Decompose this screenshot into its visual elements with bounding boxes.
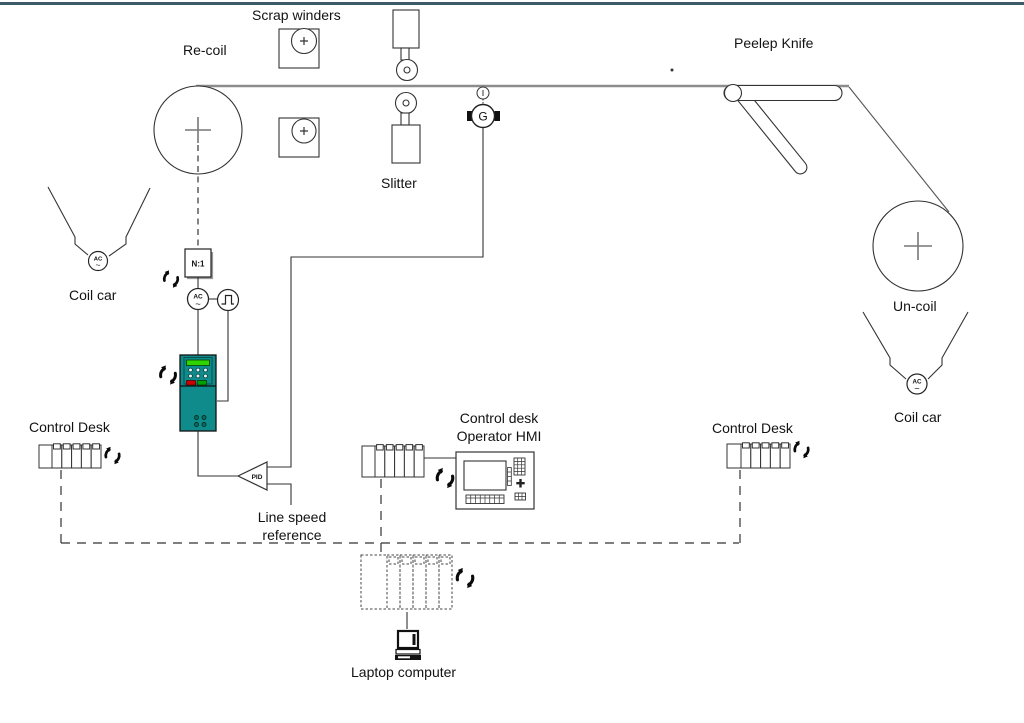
- control-desk-center-line2: Operator HMI: [456, 428, 542, 444]
- svg-text:N:1: N:1: [192, 260, 205, 269]
- scrap-winder-top: [278, 27, 320, 69]
- re-coil-label: Re-coil: [183, 42, 227, 58]
- control-desk-right-label: Control Desk: [712, 420, 793, 436]
- control-desk-right-rack: [726, 442, 791, 469]
- tach-feedback-line: [267, 128, 484, 468]
- encoder-drive-link: [217, 310, 229, 402]
- sync-arrows-icon-desk-left: [104, 445, 121, 466]
- control-desk-left-label: Control Desk: [29, 419, 110, 435]
- sync-arrows-icon-gearbox: [162, 268, 180, 290]
- pulse-encoder-icon: [208, 288, 240, 312]
- sync-arrows-icon-desk-right: [793, 439, 810, 460]
- window-top-border: [0, 2, 1024, 5]
- sync-arrows-icon-drive: [159, 363, 177, 387]
- sync-arrows-icon-laptop-rack: [455, 566, 475, 590]
- coil-car-left-motor: [87, 250, 109, 272]
- coil-car-left-label: Coil car: [69, 287, 117, 303]
- tachometer-icon: G: [467, 86, 500, 129]
- svg-text:G: G: [478, 110, 487, 124]
- coil-car-left-symbol: [47, 186, 151, 257]
- scrap-winder-bottom: [278, 117, 320, 158]
- coil-car-right-label: Coil car: [894, 409, 942, 425]
- coil-car-right-symbol: [862, 311, 969, 380]
- control-desk-left-rack: [38, 443, 102, 469]
- laptop-icon: [395, 629, 421, 660]
- sync-arrows-icon-hmi: [435, 466, 455, 490]
- drive-motor-icon: [186, 287, 210, 311]
- peelep-knife-label: Peelep Knife: [734, 35, 814, 51]
- slitter-symbol: [391, 9, 421, 164]
- coil-car-right-motor: [906, 373, 928, 395]
- gearbox-icon: N:1: [184, 248, 214, 280]
- stray-dot: [670, 68, 674, 72]
- line-speed-line1: Line speed: [257, 509, 327, 525]
- re-coil-symbol: [153, 85, 243, 249]
- scrap-winders-label: Scrap winders: [252, 7, 341, 23]
- line-speed-reference-label: Line speed reference: [232, 508, 352, 544]
- un-coil-label: Un-coil: [893, 298, 937, 314]
- engineering-rack-dashed: [360, 554, 453, 610]
- peelep-knife-symbol: [723, 83, 843, 175]
- drive-pid-link: [197, 431, 238, 477]
- pid-controller-symbol: PID: [236, 461, 292, 505]
- svg-text:PID: PID: [252, 474, 263, 481]
- control-desk-center-line1: Control desk: [459, 410, 539, 426]
- operator-station-rack: [361, 444, 425, 478]
- slitter-label: Slitter: [381, 175, 417, 191]
- line-speed-line2: reference: [262, 527, 322, 543]
- control-desk-center-label: Control desk Operator HMI: [440, 409, 558, 445]
- web-strip-diagonal: [848, 86, 950, 213]
- hmi-panel-icon: [455, 451, 535, 510]
- laptop-computer-label: Laptop computer: [351, 664, 457, 680]
- un-coil-symbol: [872, 200, 964, 292]
- drive-unit-icon: [179, 354, 217, 432]
